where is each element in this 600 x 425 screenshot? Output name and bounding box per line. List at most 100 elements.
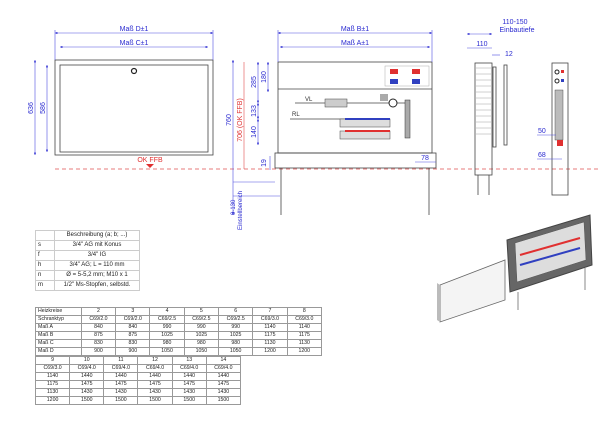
dim-12-label: 12 [505,51,513,58]
legend-header: Beschreibung (a; b; ...) [54,230,140,241]
table-cell: C69/4.0 [103,364,139,373]
table-cell: C69/2.0 [80,315,117,324]
table-cell: 1500 [103,396,139,405]
table-cell: 1130 [252,339,288,348]
table-cell: 1500 [171,396,207,405]
table-cell: C69/3.0 [34,364,71,373]
table-cell: 10 [69,356,105,365]
table-cell: 1430 [103,388,139,397]
dim-636-label: 636 [28,102,35,114]
table-cell: 1050 [218,347,254,356]
table-cell: 1130 [34,388,71,397]
table-cell: 1200 [286,347,323,356]
table-cell: Schranktyp [35,315,82,324]
table-cell: C69/4.0 [205,364,242,373]
adjust-range-value: 0-130 [231,199,237,215]
table-cell: C69/3.0 [286,315,323,324]
table-cell: 2 [80,307,117,316]
table-cell: 1140 [286,323,323,332]
table-cell: 1025 [149,331,185,340]
table-cell: 1440 [103,372,139,381]
table-cell: 12 [137,356,173,365]
dim-c-label: Maß C±1 [120,40,149,47]
front-view-open: VL RL Maß B±1 Maß A±1 760 706 (OK FFB) 2… [226,26,437,230]
table-cell: 980 [218,339,254,348]
table-cell: 830 [115,339,151,348]
dim-d-label: Maß D±1 [120,26,149,33]
table-cell: 1200 [252,347,288,356]
dim-a-label: Maß A±1 [341,40,369,47]
table-cell: 1200 [34,396,71,405]
side-views: 110-150 Einbautiefe 110 12 50 68 [467,19,569,196]
dim-285-label: 285 [251,76,258,88]
table-cell: 1175 [252,331,288,340]
table-cell: 1025 [183,331,220,340]
table-cell: 3 [115,307,151,316]
table-cell: 14 [205,356,242,365]
table-cell: C69/4.0 [69,364,105,373]
table-cell: 1175 [286,331,323,340]
table-cell: 1025 [218,331,254,340]
dim-110-label: 110 [476,41,487,48]
table-cell: 1475 [103,380,139,389]
table-cell: 1440 [69,372,105,381]
depth-label: Einbautiefe [499,27,534,34]
table-cell: C69/3.0 [252,315,288,324]
dim-706-label: 706 (OK FFB) [237,98,244,142]
dim-586-label: 586 [40,102,47,114]
dim-b-label: Maß B±1 [341,26,369,33]
table-cell: 8 [286,307,323,316]
table-cell: 5 [183,307,220,316]
table-cell: Maß C [35,339,82,348]
table-cell: 1140 [252,323,288,332]
table-cell: 1440 [205,372,242,381]
vl-label: VL [305,97,313,103]
floor-marker-icon [146,164,154,168]
table-cell: 1440 [171,372,207,381]
table-cell: 7 [252,307,288,316]
table-cell: 1430 [171,388,207,397]
rl-label: RL [292,112,300,118]
table-cell: 875 [115,331,151,340]
table-cell: 1430 [137,388,173,397]
table-cell: 1500 [69,396,105,405]
front-view-closed: Maß D±1 Maß C±1 636 586 OK FFB [28,26,214,168]
table-cell: C69/2.0 [115,315,151,324]
dim-760-label: 760 [226,114,233,126]
render-3d [437,214,593,323]
table-cell: Maß B [35,331,82,340]
lock-icon [130,67,138,75]
table-cell: 900 [115,347,151,356]
table-cell: 840 [80,323,117,332]
table-cell: Maß D [35,347,82,356]
table-cell: C69/4.0 [137,364,173,373]
table-cell: 9 [34,356,71,365]
table-cell: 1500 [137,396,173,405]
table-cell: 1475 [69,380,105,389]
dim-19-label: 19 [261,159,268,167]
table-cell: 980 [149,339,185,348]
table-cell: 1440 [137,372,173,381]
dim-140-label: 140 [251,126,258,138]
table-cell: 900 [80,347,117,356]
table-cell: 1475 [171,380,207,389]
table-cell: Heizkreise [35,307,82,316]
table-cell: 990 [149,323,185,332]
adjust-range-label: Einstellbereich [238,191,244,230]
table-cell: 1050 [183,347,220,356]
table-cell: Maß A [35,323,82,332]
table-cell: C69/2.5 [149,315,185,324]
